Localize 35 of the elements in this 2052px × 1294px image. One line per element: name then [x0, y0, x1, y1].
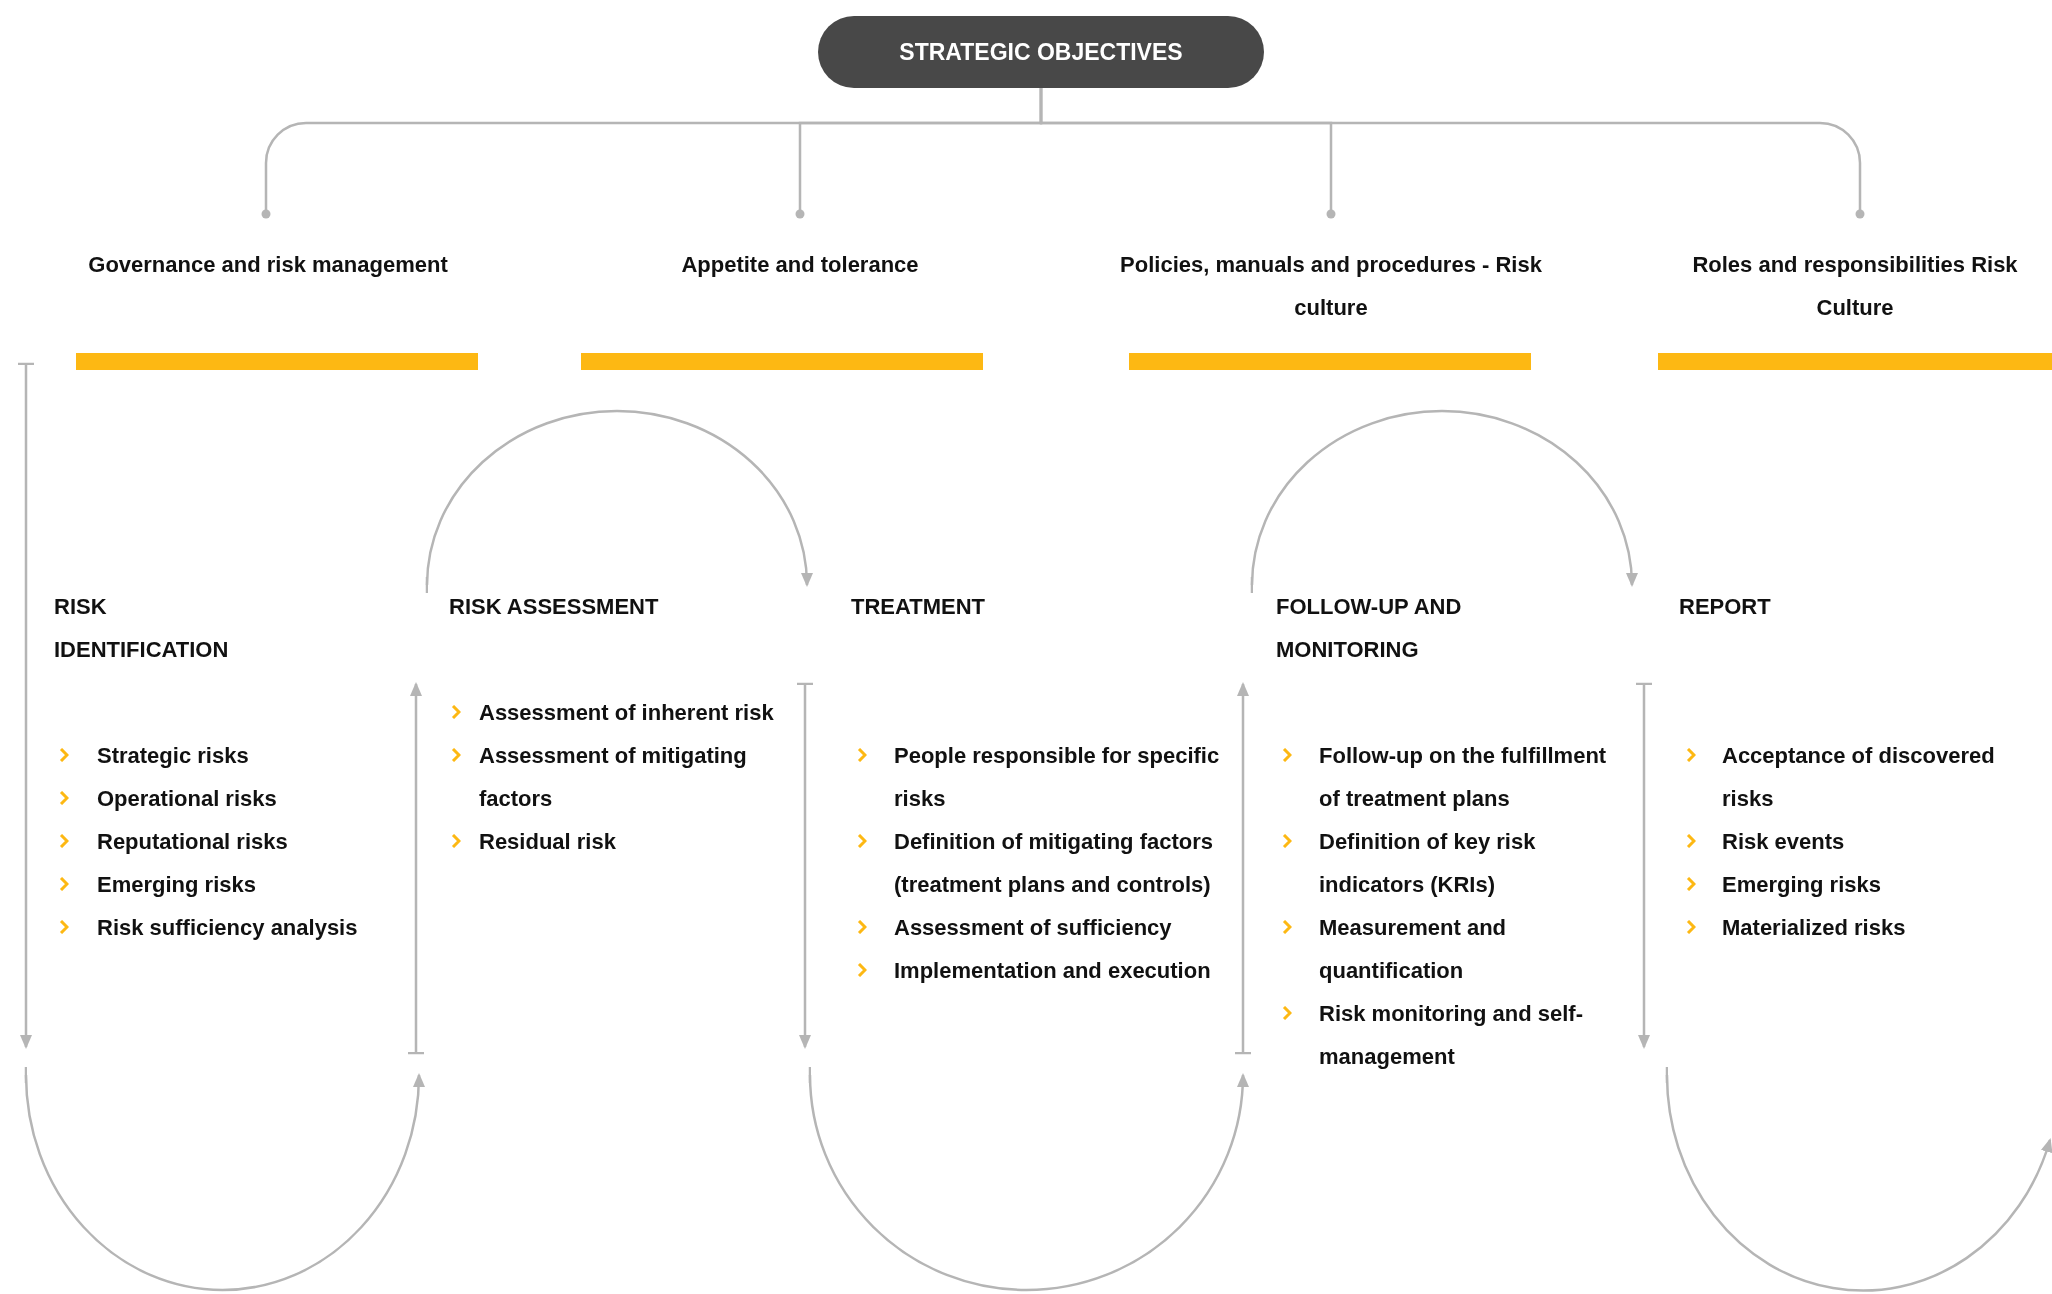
list-item: Definition of key risk indicators (KRIs) [1319, 828, 1537, 899]
connector-arrow [1665, 1067, 2052, 1292]
connector-arrow [1250, 409, 1638, 593]
list-item: Risk monitoring and self-management [1319, 1000, 1585, 1071]
list-item: Measurement and quantification [1319, 914, 1508, 985]
connector-arrow [808, 1067, 1249, 1292]
list-item: Strategic risks [97, 742, 250, 770]
pillar-title: Roles and responsibilities Risk Culture [1691, 251, 2019, 322]
list-item: Acceptance of discovered risks [1722, 742, 1996, 813]
list-item: Emerging risks [1722, 871, 1882, 899]
list-item: Operational risks [97, 785, 278, 813]
list-item: Assessment of mitigating factors [479, 742, 748, 813]
list-item: Risk events [1722, 828, 1846, 856]
stage-heading: FOLLOW-UP AND MONITORING [1276, 593, 1463, 664]
stage-heading: RISK ASSESSMENT [449, 593, 660, 621]
pillar-title: Governance and risk management [87, 251, 449, 279]
stage-heading: REPORT [1679, 593, 1772, 621]
list-item: Emerging risks [97, 871, 257, 899]
list-item: Materialized risks [1722, 914, 1907, 942]
list-item: Assessment of sufficiency [894, 914, 1173, 942]
list-item: People responsible for specific risks [894, 742, 1221, 813]
list-item: Implementation and execution [894, 957, 1212, 985]
list-item: Residual risk [479, 828, 617, 856]
objective-pill: STRATEGIC OBJECTIVES [818, 16, 1264, 88]
stage-heading: RISK IDENTIFICATION [54, 593, 230, 664]
pillar-title: Appetite and tolerance [680, 251, 920, 279]
stage-heading: TREATMENT [851, 593, 987, 621]
list-item: Assessment of inherent risk [479, 699, 775, 727]
connector-arrow [425, 409, 813, 593]
connector-arrow [24, 1067, 425, 1292]
pillar-title: Policies, manuals and procedures - Risk culture [1119, 251, 1543, 322]
list-item: Follow-up on the fulfillment of treatment plans [1319, 742, 1608, 813]
list-item: Definition of mitigating factors (treatment plans and controls) [894, 828, 1214, 899]
list-item: Reputational risks [97, 828, 289, 856]
list-item: Risk sufficiency analysis [97, 914, 359, 942]
